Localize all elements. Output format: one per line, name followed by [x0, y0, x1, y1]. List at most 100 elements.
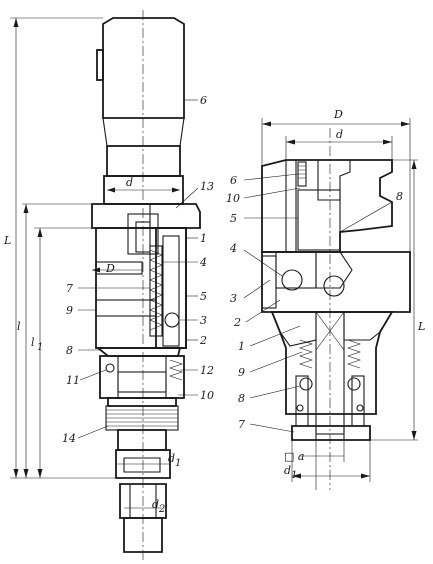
right-pin-thread — [298, 165, 306, 179]
right-label-2: 2 — [233, 316, 241, 329]
left-bottom-pin — [123, 517, 163, 553]
right-leaders — [243, 173, 393, 433]
right-collet-7 — [291, 425, 371, 441]
right-head-section — [317, 159, 351, 201]
left-dim-arrow — [92, 267, 100, 273]
left-dim-l1-sub: 1 — [37, 342, 43, 353]
left-label-14: 14 — [62, 432, 76, 445]
left-dim-arrow — [13, 469, 19, 478]
left-dim-arrow — [23, 204, 29, 213]
left-label-12: 12 — [200, 364, 214, 377]
right-dim-a-label: □ a — [284, 450, 304, 463]
left-tail-nut-inner — [123, 457, 161, 473]
right-dim-d-label: d — [336, 128, 343, 141]
left-dim-arrow — [13, 18, 19, 27]
left-nut-13 — [91, 203, 201, 229]
right-dim-D-label: D — [333, 108, 343, 121]
right-dim-arrow — [401, 121, 410, 127]
right-dim-arrow — [383, 139, 392, 145]
right-label-8: 8 — [238, 392, 245, 405]
left-label-2: 2 — [199, 334, 207, 347]
left-dim-l1-label: l — [31, 336, 35, 349]
left-d-plate — [95, 261, 143, 275]
right-dim-L-label: L — [417, 320, 425, 333]
left-window-9 — [95, 299, 157, 317]
left-label-5: 5 — [200, 290, 207, 303]
right-dim-d1-sub: 1 — [291, 470, 297, 481]
right-head — [261, 159, 393, 253]
right-dim-arrow — [411, 431, 417, 440]
left-label-11: 11 — [66, 374, 80, 387]
right-label-8-top: 8 — [396, 190, 403, 203]
right-cam — [315, 251, 353, 289]
right-dim-arrow — [262, 121, 271, 127]
left-dim-arrow — [172, 187, 180, 193]
left-dim-d2-sub: 2 — [158, 504, 165, 515]
left-tail-body — [117, 429, 167, 451]
left-spring-12 — [169, 359, 183, 381]
right-label-10: 10 — [226, 192, 240, 205]
left-dim-arrow — [37, 228, 43, 237]
left-spring-4 — [149, 245, 163, 337]
left-part-labels: 6 13 1 4 7 5 9 3 2 8 12 11 10 14 — [62, 94, 214, 445]
right-mid-block — [261, 251, 411, 313]
left-dim-d2-label: d — [152, 498, 159, 511]
right-rubber-5 — [297, 189, 341, 251]
right-body-section-l — [271, 311, 317, 347]
right-head-wall — [285, 159, 297, 253]
left-label-8: 8 — [66, 344, 73, 357]
left-dim-arrow — [107, 187, 115, 193]
left-label-9: 9 — [66, 304, 73, 317]
left-thread-top — [107, 397, 177, 407]
left-shank-edge — [102, 117, 108, 147]
right-ball-3b — [323, 275, 345, 297]
left-label-13: 13 — [200, 180, 214, 193]
right-oring-b — [356, 404, 364, 412]
right-body-1 — [270, 311, 394, 415]
left-tool-shank — [102, 17, 185, 119]
right-dim-d1-label: d — [284, 464, 291, 477]
right-view: D d L □ a d 1 — [226, 108, 425, 490]
left-label-10: 10 — [200, 389, 214, 402]
left-shank-edge — [179, 117, 185, 147]
right-sleeve-l — [295, 375, 309, 427]
right-ball-3 — [281, 269, 303, 291]
left-shank-flat — [96, 49, 104, 81]
left-dim-D-label: D — [105, 262, 115, 275]
left-dim-arrow — [37, 469, 43, 478]
left-dim-l-label: l — [17, 320, 21, 333]
right-label-1: 1 — [238, 340, 245, 353]
right-label-6: 6 — [230, 174, 237, 187]
left-lower-section-l — [99, 355, 119, 399]
left-label-4: 4 — [199, 256, 207, 269]
right-oring — [296, 404, 304, 412]
left-label-1: 1 — [200, 232, 207, 245]
right-dim-arrow — [411, 160, 417, 169]
left-dim-d1-label: d — [168, 452, 175, 465]
right-ball-8b — [347, 377, 361, 391]
right-dim-arrow — [292, 473, 301, 479]
left-ball-11 — [105, 363, 115, 373]
right-dim-arrow — [286, 139, 295, 145]
left-dim-L-label: L — [3, 234, 11, 247]
left-lower-section-r — [165, 355, 185, 399]
left-lower-ring — [95, 347, 182, 357]
left-dim-d1-sub: 1 — [175, 458, 181, 469]
left-shank-collar — [106, 145, 181, 177]
right-collet-bore — [315, 425, 345, 441]
left-label-7: 7 — [66, 282, 73, 295]
right-body-section-r — [343, 311, 393, 341]
left-ball-3 — [164, 312, 180, 328]
left-bore — [162, 235, 180, 347]
left-die — [117, 371, 167, 393]
right-pin-cross — [315, 311, 345, 351]
right-spring-9 — [299, 339, 313, 369]
right-label-7: 7 — [238, 418, 245, 431]
right-center-pin — [315, 311, 345, 435]
right-label-9: 9 — [238, 366, 245, 379]
left-bottom-nut — [119, 483, 167, 519]
right-spring-9b — [347, 339, 361, 369]
left-label-6: 6 — [200, 94, 207, 107]
